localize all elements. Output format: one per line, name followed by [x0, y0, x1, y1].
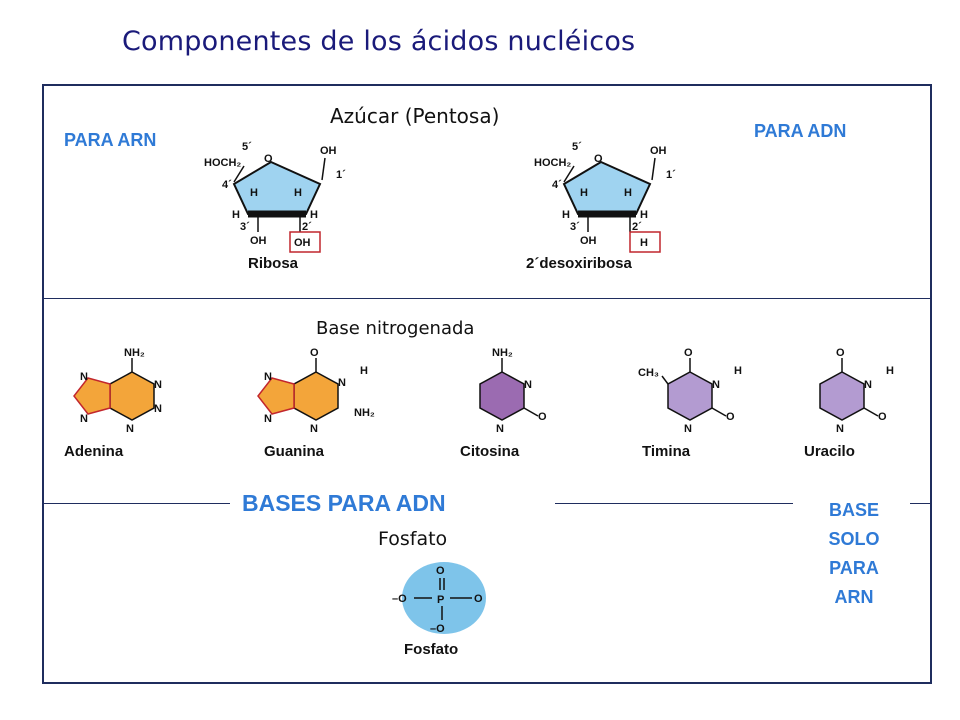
phosphate-heading: Fosfato	[378, 528, 448, 550]
cytosine-n1: N	[496, 423, 504, 435]
phosphate-o-left: –O	[392, 593, 407, 605]
deoxyribose-o: O	[594, 153, 603, 165]
ribose-oh3: OH	[250, 235, 267, 247]
ribose-c1: 1´	[336, 169, 346, 181]
uracil-o-top: O	[836, 347, 845, 359]
deoxyribose-structure: O 5´ HOCH₂ 4´ H H 3´ OH OH 1´ H H 2´ H 2…	[526, 141, 676, 272]
section-divider-middle	[555, 503, 793, 504]
deoxyribose-h3: H	[562, 209, 570, 221]
thymine-ch3: CH₃	[638, 367, 659, 379]
rna-only-line-1: BASE	[828, 500, 879, 520]
deoxyribose-c2-substituent: H	[640, 237, 648, 249]
ribose-c4: 4´	[222, 179, 232, 191]
deoxyribose-c3: 3´	[570, 221, 580, 233]
phosphate-structure: O –O P O –O Fosfato	[392, 562, 486, 658]
guanine-n9: N	[264, 413, 272, 425]
adenine-n1: N	[154, 379, 162, 391]
ribose-name: Ribosa	[248, 255, 299, 272]
adenine-n3: N	[154, 403, 162, 415]
phosphate-o-right: O	[474, 593, 483, 605]
guanine-o: O	[310, 347, 319, 359]
bases-para-adn-label: BASES PARA ADN	[242, 490, 446, 516]
thymine-name: Timina	[642, 443, 691, 460]
deoxyribose-name: 2´desoxiribosa	[526, 255, 633, 272]
deoxyribose-c5-group: HOCH₂	[534, 157, 571, 169]
guanine-structure: O N H NH₂ N N N Guanina	[257, 347, 375, 460]
guanine-name: Guanina	[264, 443, 325, 460]
phosphate-o-top: O	[436, 565, 445, 577]
phosphate-name: Fosfato	[404, 641, 458, 658]
bases-heading: Base nitrogenada	[316, 318, 475, 339]
uracil-h: H	[886, 365, 894, 377]
ribose-c2: 2´	[302, 221, 312, 233]
ribose-h2: H	[310, 209, 318, 221]
rna-only-line-4: ARN	[834, 587, 874, 607]
uracil-name: Uracilo	[804, 443, 855, 460]
ribose-structure: O 5´ HOCH₂ 4´ H H 3´ OH OH 1´ H H 2´ OH …	[204, 141, 346, 272]
deoxyribose-c5: 5´	[572, 141, 582, 153]
base-solo-para-arn-label: BASE SOLO PARA ARN	[806, 496, 902, 612]
thymine-o-top: O	[684, 347, 693, 359]
para-arn-label: PARA ARN	[64, 130, 157, 150]
cytosine-o: O	[538, 411, 547, 423]
deoxyribose-h2: H	[640, 209, 648, 221]
section-divider-top	[42, 298, 932, 299]
uracil-o-bottom: O	[878, 411, 887, 423]
uracil-structure: O N H O N Uracilo	[804, 347, 894, 460]
guanine-n7: N	[264, 371, 272, 383]
thymine-o-bottom: O	[726, 411, 735, 423]
section-divider-left	[42, 503, 230, 504]
deoxyribose-c1: 1´	[666, 169, 676, 181]
ribose-h1: H	[294, 187, 302, 199]
ribose-c5: 5´	[242, 141, 252, 153]
ribose-o: O	[264, 153, 273, 165]
rna-only-line-3: PARA	[829, 558, 879, 578]
ribose-c5-group: HOCH₂	[204, 157, 241, 169]
rna-only-line-2: SOLO	[828, 529, 880, 549]
sugar-heading: Azúcar (Pentosa)	[330, 104, 500, 128]
uracil-n3: N	[864, 379, 872, 391]
adenine-name: Adenina	[64, 443, 124, 460]
cytosine-name: Citosina	[460, 443, 520, 460]
guanine-n3: N	[310, 423, 318, 435]
deoxyribose-h4: H	[580, 187, 588, 199]
ribose-c3: 3´	[240, 221, 250, 233]
deoxyribose-c4: 4´	[552, 179, 562, 191]
guanine-nh2: NH₂	[354, 407, 375, 419]
phosphate-o-bottom: –O	[430, 623, 445, 635]
deoxyribose-oh1: OH	[650, 145, 667, 157]
adenine-structure: NH₂ N N N N N Adenina	[64, 347, 162, 460]
guanine-h: H	[360, 365, 368, 377]
thymine-n3: N	[712, 379, 720, 391]
cytosine-structure: NH₂ N O N Citosina	[460, 347, 547, 460]
uracil-n1: N	[836, 423, 844, 435]
adenine-n-bottom: N	[126, 423, 134, 435]
ribose-h4: H	[250, 187, 258, 199]
diagram-frame	[42, 84, 932, 684]
deoxyribose-oh3: OH	[580, 235, 597, 247]
page-title: Componentes de los ácidos nucléicos	[122, 26, 636, 57]
ribose-oh1: OH	[320, 145, 337, 157]
adenine-nh2: NH₂	[124, 347, 145, 359]
ribose-h3: H	[232, 209, 240, 221]
thymine-structure: O CH₃ N H O N Timina	[638, 347, 742, 460]
phosphate-p: P	[437, 594, 444, 606]
section-divider-right	[910, 503, 932, 504]
cytosine-n3: N	[524, 379, 532, 391]
deoxyribose-h1: H	[624, 187, 632, 199]
guanine-n1: N	[338, 377, 346, 389]
adenine-n9: N	[80, 413, 88, 425]
deoxyribose-c2: 2´	[632, 221, 642, 233]
thymine-h: H	[734, 365, 742, 377]
adenine-n7: N	[80, 371, 88, 383]
ribose-c2-substituent: OH	[294, 237, 311, 249]
cytosine-nh2: NH₂	[492, 347, 513, 359]
para-adn-label: PARA ADN	[754, 121, 847, 141]
thymine-n1: N	[684, 423, 692, 435]
